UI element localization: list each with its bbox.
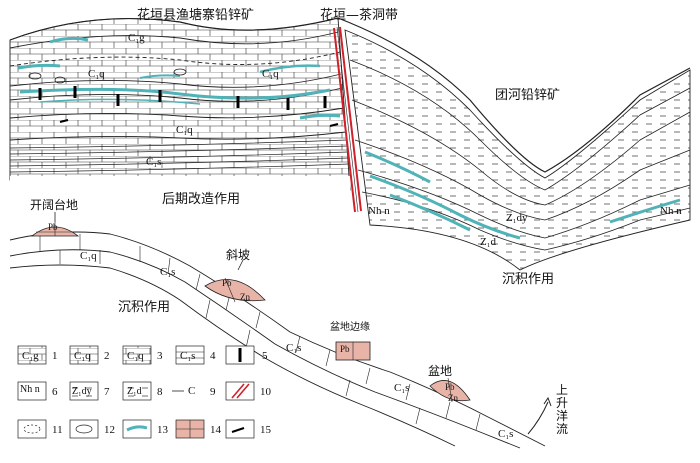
ore-pb-slope: Pb [222, 278, 232, 288]
ore-pb-basin: Pb [445, 382, 455, 392]
slope-pointer [237, 259, 244, 271]
legend-8-symbol: Z₁d [127, 386, 142, 397]
setting-platform: 开阔台地 [30, 198, 79, 212]
legend-3-num: 3 [157, 350, 163, 362]
legend-10-num: 10 [260, 386, 271, 398]
lower-section [9, 212, 552, 449]
legend-9-num: 9 [210, 386, 216, 398]
legend-7-symbol: Z₁dy [72, 386, 92, 397]
stratum-c1q-a: C₁q [88, 68, 105, 80]
legend-8-num: 8 [157, 386, 163, 398]
upwelling-label: 上升洋流 [556, 383, 569, 436]
ore-pb-margin: Pb [340, 344, 350, 354]
stratum-c1q-b: C₁q [262, 68, 279, 80]
stratum-c1s: C₁s [146, 156, 162, 168]
sedimentation-left-label: 沉积作用 [118, 300, 171, 315]
legend-4-symbol: C₁s [180, 350, 196, 362]
legend-1-symbol: C₁g [22, 350, 39, 362]
mine-left-title: 花垣县渔塘寨铅锌矿 [137, 8, 255, 23]
lower-stratum-c1s-c: C₁s [394, 382, 410, 394]
lower-stratum-c1q: C₁q [80, 250, 97, 262]
mine-right-title: 团河铅锌矿 [495, 88, 561, 103]
stratum-nh-n-left: Nh n [368, 205, 390, 217]
setting-basin-margin: 盆地边缘 [330, 322, 370, 333]
legend-5-num: 5 [262, 350, 268, 362]
ore-pb-platform: Pb [48, 222, 58, 232]
sedimentation-right-label: 沉积作用 [502, 272, 555, 287]
stratum-c1g: C₁g [128, 32, 145, 44]
legend-15-num: 15 [260, 424, 271, 436]
fault-zone-title: 花垣—茶洞带 [320, 8, 399, 23]
legend-3-symbol: C₁q [127, 350, 144, 362]
upwelling-arrow [527, 396, 552, 435]
orebody-basin [429, 377, 471, 403]
lower-stratum-c1s-a: C₁s [160, 266, 176, 278]
ore-zn-basin: Zn [448, 393, 458, 403]
setting-basin: 盆地 [428, 364, 453, 378]
fault-zone-marker [333, 26, 362, 213]
legend-13-num: 13 [157, 424, 168, 436]
syncline-strata [9, 17, 691, 271]
legend-6-num: 6 [52, 386, 58, 398]
upper-left-strata [9, 17, 351, 196]
later-process-label: 后期改造作用 [162, 192, 241, 207]
stratum-c1q-c: C₁q [176, 124, 193, 136]
legend [17, 345, 255, 439]
legend-2-symbol: C₁q [74, 350, 91, 362]
orebody-slope [204, 277, 266, 303]
legend-7-num: 7 [104, 386, 110, 398]
legend-12-num: 12 [104, 424, 115, 436]
legend-9-symbol: C [188, 385, 196, 397]
ore-zn-slope: Zn [240, 292, 250, 302]
legend-4-num: 4 [210, 350, 216, 362]
legend-14-num: 14 [210, 424, 221, 436]
legend-1-num: 1 [52, 350, 58, 362]
legend-2-num: 2 [104, 350, 110, 362]
setting-slope: 斜坡 [226, 248, 251, 262]
stratum-z1dy: Z₁dy [506, 212, 528, 224]
stratum-nh-n-right: Nh n [660, 205, 682, 217]
legend-6-symbol: Nh n [20, 384, 40, 395]
orebody-basin-margin [335, 341, 371, 361]
lower-stratum-c1s-b: C₁s [286, 342, 302, 354]
stratum-z1d: Z₁d [480, 236, 497, 248]
lower-stratum-c1s-d: C₁s [498, 428, 514, 440]
orebody-platform [30, 222, 80, 237]
legend-11-num: 11 [52, 424, 63, 436]
